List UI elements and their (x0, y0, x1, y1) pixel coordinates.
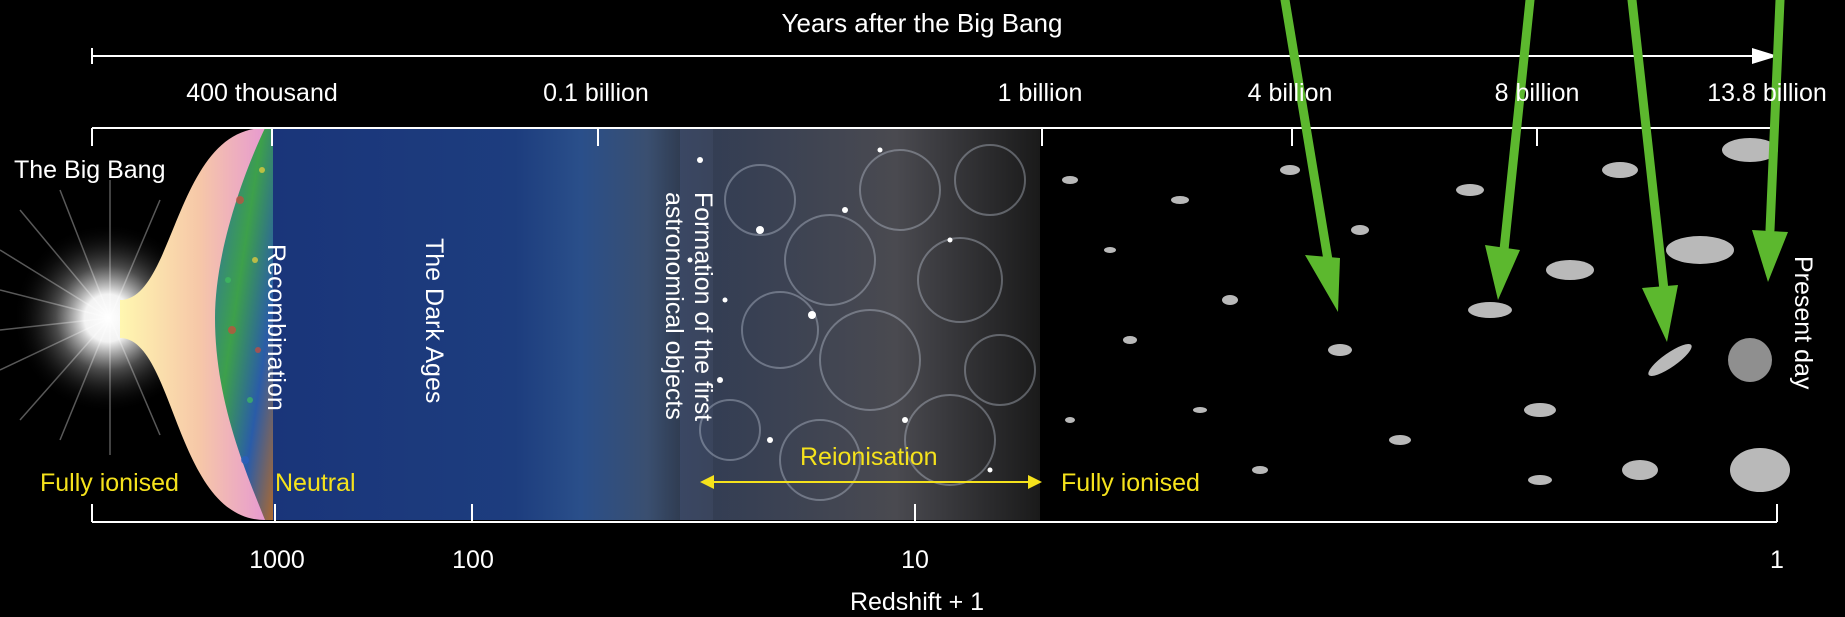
recombination-label: Recombination (262, 244, 290, 411)
bottom-bracket (91, 504, 1778, 523)
reionisation-bubbles (699, 144, 1036, 501)
tick-label-0-1-billion: 0.1 billion (543, 79, 649, 107)
redshift-axis-title: Redshift + 1 (849, 588, 985, 616)
present-day-label: Present day (1789, 256, 1817, 390)
dark-ages-band (273, 128, 713, 520)
formation-label-line2: astronomical objects (660, 192, 688, 420)
tick-label-400-thousand: 400 thousand (186, 79, 338, 107)
cmb-surface (215, 128, 275, 520)
green-arrows (1280, 0, 1788, 342)
ionised-plasma-horn (120, 128, 265, 520)
years-axis-title: Years after the Big Bang (781, 8, 1063, 38)
fully-ionised-left-label: Fully ionised (40, 469, 179, 497)
reionisation-label: Reionisation (800, 443, 938, 471)
reionisation-arrow (700, 475, 1042, 489)
redshift-tick-100: 100 (452, 546, 494, 574)
years-axis (91, 48, 1778, 64)
redshift-tick-10: 10 (901, 546, 929, 574)
tick-label-1-billion: 1 billion (997, 79, 1083, 107)
redshift-tick-1: 1 (1770, 546, 1784, 574)
first-stars (687, 147, 993, 473)
tick-label-13-8-billion: 13.8 billion (1707, 79, 1827, 107)
formation-label-line1: Formation of the first (689, 192, 717, 422)
neutral-label: Neutral (275, 469, 356, 497)
tick-label-4-billion: 4 billion (1247, 79, 1333, 107)
galaxy-field (1062, 138, 1790, 492)
fully-ionised-right-label: Fully ionised (1061, 469, 1200, 497)
redshift-tick-1000: 1000 (249, 546, 305, 574)
dark-ages-label: The Dark Ages (420, 238, 448, 404)
cmb-speckles (225, 167, 265, 464)
tick-label-8-billion: 8 billion (1494, 79, 1580, 107)
big-bang-label: The Big Bang (14, 156, 166, 184)
reionisation-region (680, 128, 1040, 520)
